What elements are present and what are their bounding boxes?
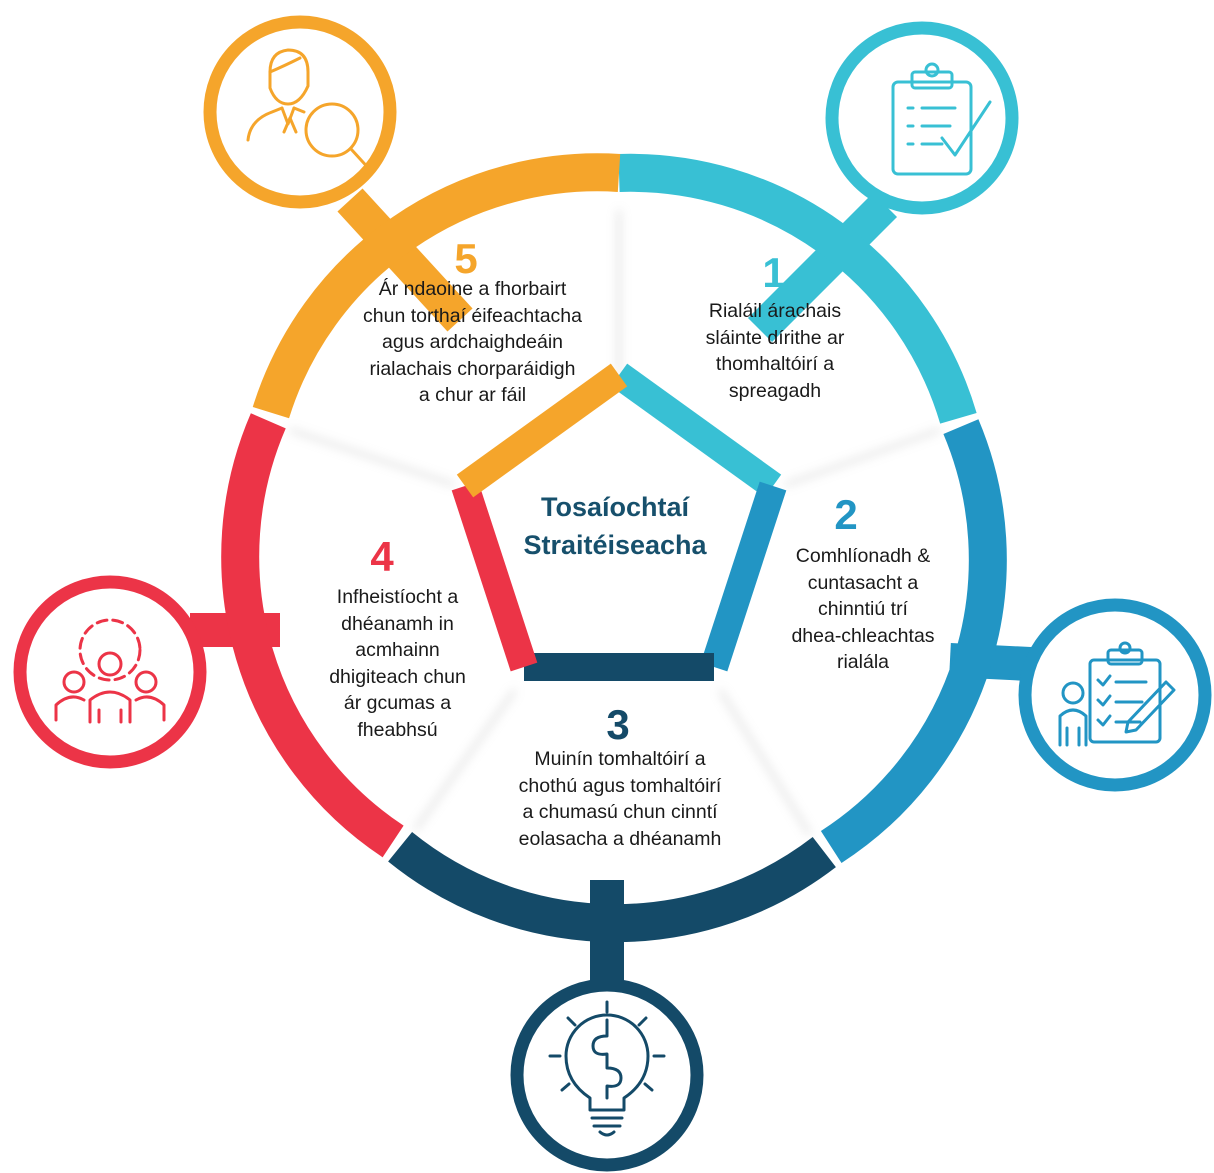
pentagon-edge-2 (700, 481, 787, 672)
icon-circle-4 (13, 575, 207, 769)
segment-5-line: a chur ar fáil (418, 384, 527, 406)
center-title-line-2: Straitéiseacha (523, 530, 707, 560)
center-title: Tosaíochtaí Straitéiseacha (490, 488, 740, 564)
segment-3-line: a chumasú chun cinntí (522, 801, 718, 823)
segment-4-line: acmhainn (355, 639, 440, 661)
connector-5 (337, 188, 473, 332)
segment-3-number: 3 (606, 701, 630, 748)
connector-1 (747, 192, 898, 343)
segment-5-line: agus ardchaighdeáin (381, 331, 564, 353)
lightbulb-puzzle-icon (548, 1000, 666, 1137)
clipboard-check-icon (891, 62, 992, 176)
segment-2-line: chinntiú trí (818, 598, 908, 620)
segment-3-text: Muinín tomhaltóirí a chothú agus tomhalt… (495, 746, 745, 852)
segment-1-line: thomhaltóirí a (715, 353, 835, 375)
pentagon-edge-5 (456, 363, 628, 498)
segment-4-line: dhigiteach chun (329, 665, 466, 688)
segment-5-number: 5 (454, 235, 478, 282)
segment-2-text: Comhlíonadh & cuntasacht a chinntiú trí … (768, 543, 958, 676)
ring-segment-3 (388, 831, 836, 943)
segment-2-line: cuntasacht a (807, 571, 919, 594)
segment-5-line: chun torthaí éifeachtacha (363, 304, 582, 327)
segment-2-number: 2 (834, 491, 858, 538)
ring-segment-5 (252, 153, 621, 419)
person-magnifier-icon (246, 48, 374, 174)
segment-5-line: Ár ndaoine a fhorbairt (378, 278, 567, 300)
segment-2-line: rialála (836, 651, 890, 673)
icon-circle-2 (1018, 598, 1212, 792)
segment-3-line: chothú agus tomhaltóirí (518, 774, 722, 797)
pentagon-edge-1 (610, 363, 782, 498)
segment-5-text: Ár ndaoine a fhorbairt chun torthaí éife… (345, 276, 600, 409)
segment-1-number: 1 (762, 249, 786, 296)
ring-segment-1 (618, 153, 977, 424)
segment-1-line: sláinte dírithe ar (705, 326, 845, 349)
icon-circle-3 (510, 978, 704, 1172)
ring-segment-2 (820, 419, 1007, 863)
divider-shadows (289, 210, 941, 836)
person-checklist-pencil-icon (1058, 641, 1176, 747)
segment-4-number: 4 (370, 533, 394, 580)
icon-circle-1 (825, 21, 1019, 215)
segment-1-line: Rialáil árachais (708, 300, 842, 322)
segment-3-line: eolasacha a dhéanamh (518, 827, 722, 850)
segment-2-line: dhea-chleachtas (791, 624, 935, 647)
segment-1-line: spreagadh (728, 379, 822, 402)
segment-4-line: dhéanamh in (341, 612, 454, 635)
segment-5-line: rialachais chorparáidigh (369, 357, 576, 380)
segment-3-line: Muinín tomhaltóirí a (534, 748, 706, 770)
pentagon-edge-4 (451, 481, 538, 672)
ring-segment-4 (221, 413, 404, 858)
segment-2-line: Comhlíonadh & (795, 545, 931, 567)
segment-1-text: Rialáil árachais sláinte dírithe ar thom… (670, 298, 880, 404)
segment-4-line: fheabhsú (357, 718, 438, 741)
center-title-line-1: Tosaíochtaí (540, 492, 690, 522)
team-gear-icon (54, 618, 166, 724)
segment-4-line: ár gcumas a (343, 692, 452, 714)
segment-4-text: Infheistíocht a dhéanamh in acmhainn dhi… (305, 584, 490, 743)
segment-4-line: Infheistíocht a (336, 586, 459, 608)
